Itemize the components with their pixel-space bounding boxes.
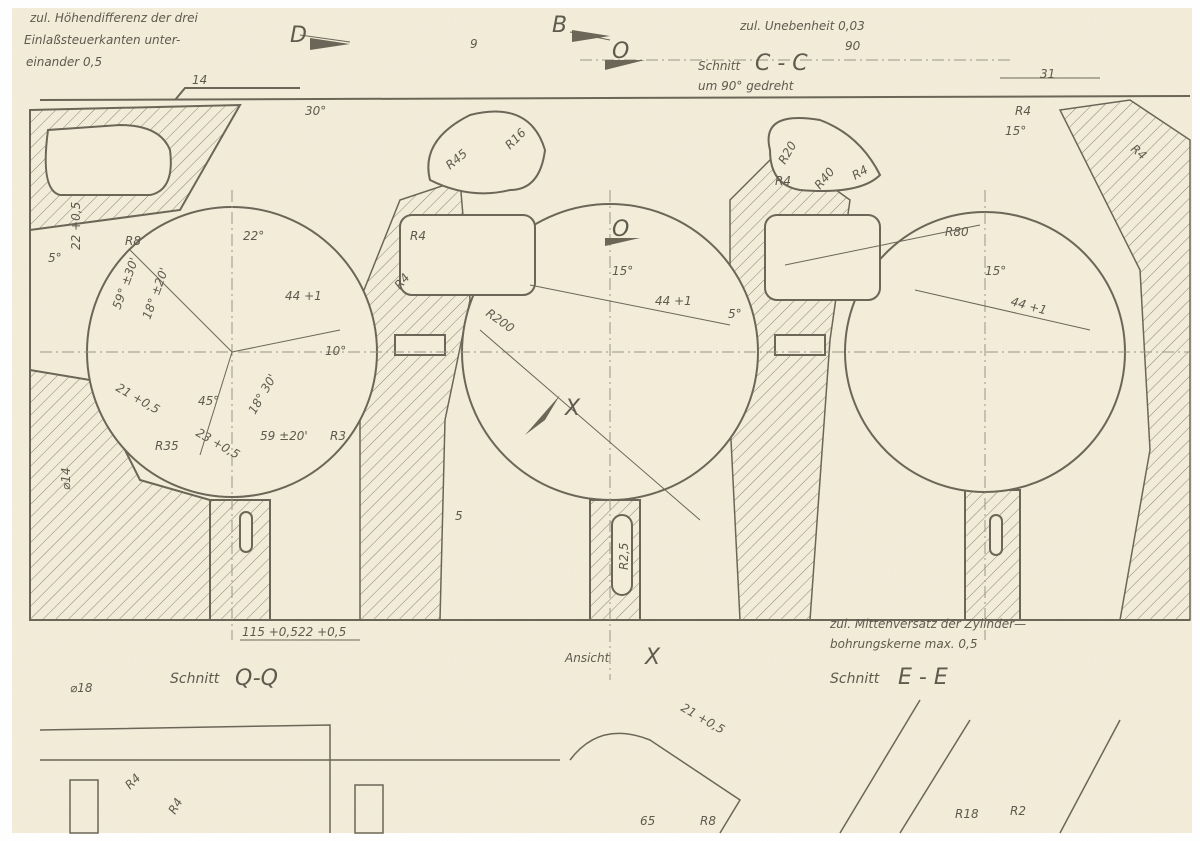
section-e-label: E - E (898, 665, 948, 690)
dimension-label: R4 (775, 174, 791, 188)
dimension-label: 31 (1040, 67, 1055, 81)
dimension-label: R8 (700, 814, 716, 828)
dimension-label: 44 +1 (655, 294, 692, 308)
marker-b: B (552, 13, 567, 38)
view-x-prefix: Ansicht (564, 651, 611, 665)
dimension-label: 5° (48, 251, 62, 265)
dimension-label: 22 +0,5 (69, 202, 83, 250)
dimension-label: R2,5 (617, 543, 631, 570)
dimension-label: R4 (850, 162, 871, 182)
dimension-label: 14 (192, 73, 207, 87)
lower-views (39, 699, 1121, 834)
view-x-label: X (644, 645, 661, 670)
dimension-label: 15° (1005, 124, 1026, 138)
marker-o-center: O (612, 217, 629, 242)
dimension-label: 9 (470, 37, 478, 51)
marker-x: X (564, 396, 581, 421)
dimension-label: R8 (125, 234, 141, 248)
section-e-prefix: Schnitt (830, 671, 880, 687)
note-line: zul. Höhendifferenz der drei (29, 11, 199, 25)
note-line: einander 0,5 (26, 55, 102, 69)
marker-d: D (290, 23, 307, 48)
dimension-label: R80 (945, 225, 969, 239)
dimension-label: R2 (1010, 804, 1026, 818)
center-offset-note: zul. Mittenversatz der Zylinder— (829, 617, 1026, 631)
dimension-label: 115 +0,5 (242, 625, 298, 639)
dimension-label: R4 (165, 796, 185, 817)
center-lines (40, 59, 1190, 680)
dimension-label: 59 ±20' (260, 429, 308, 443)
dimension-label: R4 (1015, 104, 1031, 118)
section-c-label: C - C (755, 51, 808, 76)
section-q-label: Q-Q (235, 666, 278, 691)
notes-top-left: zul. Höhendifferenz der drei Einlaßsteue… (24, 11, 199, 69)
marker-o: O (612, 39, 629, 64)
flatness-note: zul. Unebenheit 0,03 (739, 19, 865, 33)
dimension-label: 15° (985, 264, 1006, 278)
dimension-label: R35 (155, 439, 179, 453)
dimension-lines (129, 31, 1100, 641)
section-arrows (310, 30, 645, 435)
dimension-label: 30° (305, 104, 326, 118)
dimension-label: ⌀18 (70, 681, 93, 695)
dimension-label: 45° (198, 394, 219, 408)
dimension-label: 22° (243, 229, 264, 243)
dimension-label: 5° (728, 307, 742, 321)
dimension-label: ⌀14 (59, 468, 73, 491)
dimension-label: R3 (330, 429, 346, 443)
dimension-label: 90 (845, 39, 861, 53)
note-line: Einlaßsteuerkanten unter- (24, 33, 180, 47)
section-c-subtitle: um 90° gedreht (698, 79, 795, 93)
dimension-label: 15° (612, 264, 633, 278)
dimension-label: R4 (410, 229, 426, 243)
center-offset-note: bohrungskerne max. 0,5 (830, 637, 978, 651)
dimension-label: 44 +1 (285, 289, 322, 303)
dimension-label: R18 (955, 807, 979, 821)
section-c-prefix: Schnitt (698, 59, 741, 73)
dimension-label: 22 +0,5 (298, 625, 346, 639)
dimension-label: 65 (640, 814, 655, 828)
section-q-prefix: Schnitt (170, 671, 220, 687)
dimension-label: 10° (325, 344, 346, 358)
dimension-label: 5 (455, 509, 463, 523)
